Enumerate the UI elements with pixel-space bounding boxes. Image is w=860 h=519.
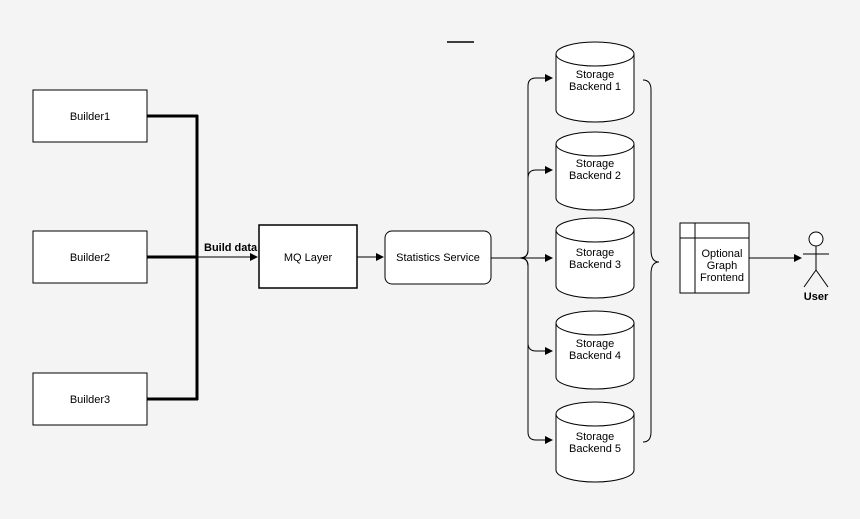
storage-backend-1-line2: Backend 1	[569, 81, 621, 93]
storage-backend-5-node[interactable]: Storage Backend 5	[555, 401, 635, 483]
storage-backend-4-line1: Storage	[576, 338, 615, 350]
mq-layer-node[interactable]: MQ Layer	[258, 224, 358, 289]
storage-group-brace	[642, 79, 660, 443]
storage-backend-1-node[interactable]: Storage Backend 1	[555, 41, 635, 123]
user-head-icon	[808, 231, 824, 247]
frontend-line1: Optional	[702, 248, 743, 260]
storage-backend-5-line1: Storage	[576, 431, 615, 443]
mq-layer-label: MQ Layer	[284, 252, 333, 264]
builder-3-label: Builder3	[70, 394, 110, 406]
statistics-service-node[interactable]: Statistics Service	[384, 230, 492, 285]
builder-2-node[interactable]: Builder2	[32, 230, 148, 284]
storage-backend-5-line2: Backend 5	[569, 443, 621, 455]
storage-backend-3-line2: Backend 3	[569, 259, 621, 271]
graph-frontend-node[interactable]: Optional Graph Frontend	[679, 222, 750, 294]
storage-backend-3-line1: Storage	[576, 247, 615, 259]
builder-1-label: Builder1	[70, 111, 110, 123]
storage-backend-2-line1: Storage	[576, 158, 615, 170]
frontend-line3: Frontend	[700, 272, 744, 284]
frontend-line2: Graph	[707, 260, 738, 272]
user-label: User	[804, 291, 829, 303]
storage-backend-2-node[interactable]: Storage Backend 2	[555, 131, 635, 211]
stats-to-storage-connectors	[491, 74, 553, 444]
storage-backend-4-node[interactable]: Storage Backend 4	[555, 310, 635, 390]
user-actor[interactable]	[803, 231, 829, 288]
statistics-service-label: Statistics Service	[396, 252, 480, 264]
builder-2-label: Builder2	[70, 252, 110, 264]
build-data-label: Build data	[204, 242, 258, 254]
storage-backend-1-line1: Storage	[576, 69, 615, 81]
storage-backend-4-line2: Backend 4	[569, 350, 621, 362]
builder-3-node[interactable]: Builder3	[32, 372, 148, 426]
builder-1-node[interactable]: Builder1	[32, 89, 148, 143]
storage-backend-3-node[interactable]: Storage Backend 3	[555, 217, 635, 299]
builder-bus	[147, 114, 199, 401]
storage-backend-2-line2: Backend 2	[569, 170, 621, 182]
